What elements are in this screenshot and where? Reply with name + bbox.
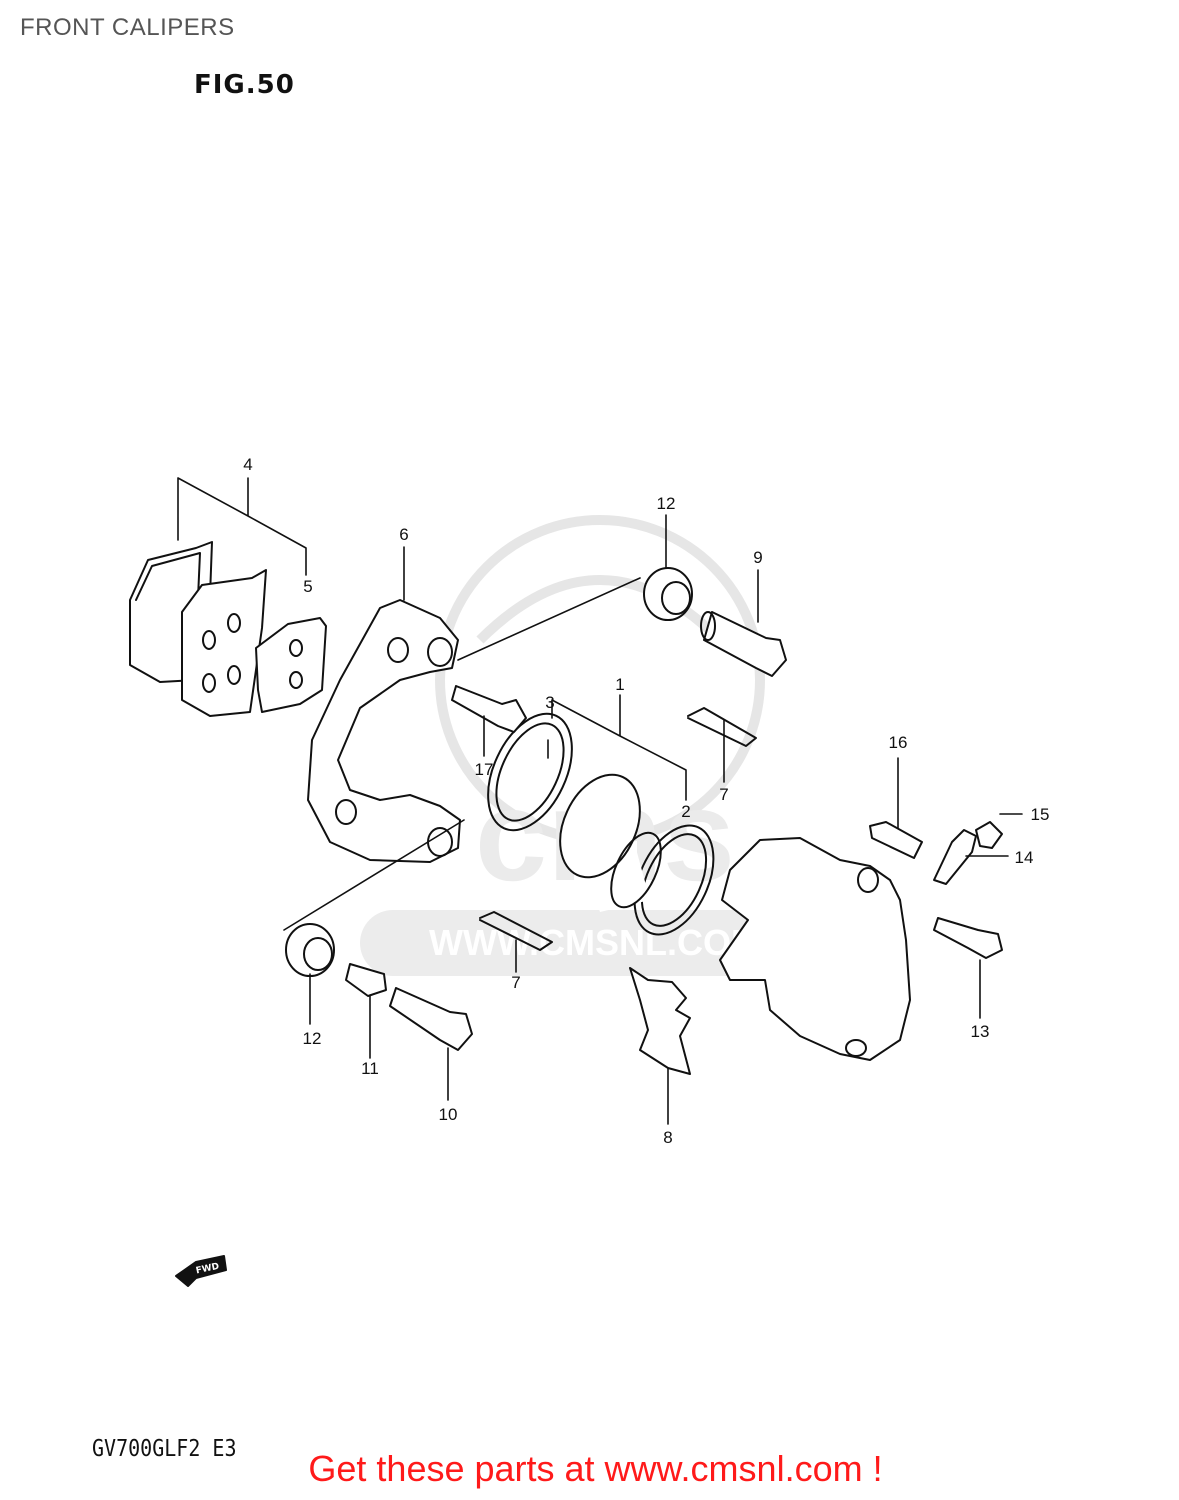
callout-14: 14: [1015, 848, 1034, 867]
callout-16: 16: [889, 733, 908, 752]
callout-2: 2: [681, 802, 690, 821]
piston-dust-seal: [487, 712, 573, 832]
bolt-13: [933, 917, 1003, 959]
model-code: GV700GLF2 E3: [92, 1434, 237, 1462]
pad-spring: [629, 967, 691, 1075]
callout-17: 17: [475, 760, 494, 779]
bleeder-valve: [933, 829, 977, 885]
piston-seal: [633, 824, 715, 936]
callout-9: 9: [753, 548, 762, 567]
brake-pad-inner: [181, 569, 267, 717]
callout-6: 6: [399, 525, 408, 544]
sleeve: [345, 963, 387, 997]
pad-clip-lower: [479, 911, 553, 951]
slide-pin-lower: [389, 987, 473, 1051]
callout-12-lower: 12: [303, 1029, 322, 1048]
callout-7-lower: 7: [511, 973, 520, 992]
fwd-arrow-icon: [175, 1255, 227, 1287]
watermark-url: WWW.CMSNL.COM: [429, 922, 761, 963]
figure-number: FIG.50: [194, 70, 295, 100]
callout-10: 10: [439, 1105, 458, 1124]
piston: [559, 773, 662, 912]
caliper-bracket: [307, 599, 461, 863]
boot-upper: [643, 567, 693, 621]
slide-pin-upper: [700, 611, 787, 677]
pad-clip-upper: [687, 707, 757, 747]
callout-5: 5: [303, 577, 312, 596]
bleeder-cap: [975, 821, 1003, 849]
callout-7-upper: 7: [719, 785, 728, 804]
leader-lines: [177, 477, 1023, 1125]
callout-8: 8: [663, 1128, 672, 1147]
pad-retainer: [869, 821, 923, 859]
callout-11: 11: [361, 1059, 379, 1078]
callout-3: 3: [545, 693, 554, 712]
watermark-bar: [360, 910, 830, 976]
callout-13: 13: [971, 1022, 990, 1041]
bolt-17: [451, 685, 527, 733]
caliper-body: [719, 837, 911, 1061]
callout-1: 1: [615, 675, 624, 694]
callout-12-upper: 12: [657, 494, 676, 513]
fwd-label: FWD: [195, 1262, 220, 1277]
callout-4: 4: [243, 455, 252, 474]
page-title: FRONT CALIPERS: [20, 14, 235, 41]
callout-15: 15: [1031, 805, 1050, 824]
boot-lower: [285, 923, 335, 977]
parts-banner[interactable]: Get these parts at www.cmsnl.com !: [308, 1448, 883, 1489]
pad-shim: [255, 617, 327, 713]
